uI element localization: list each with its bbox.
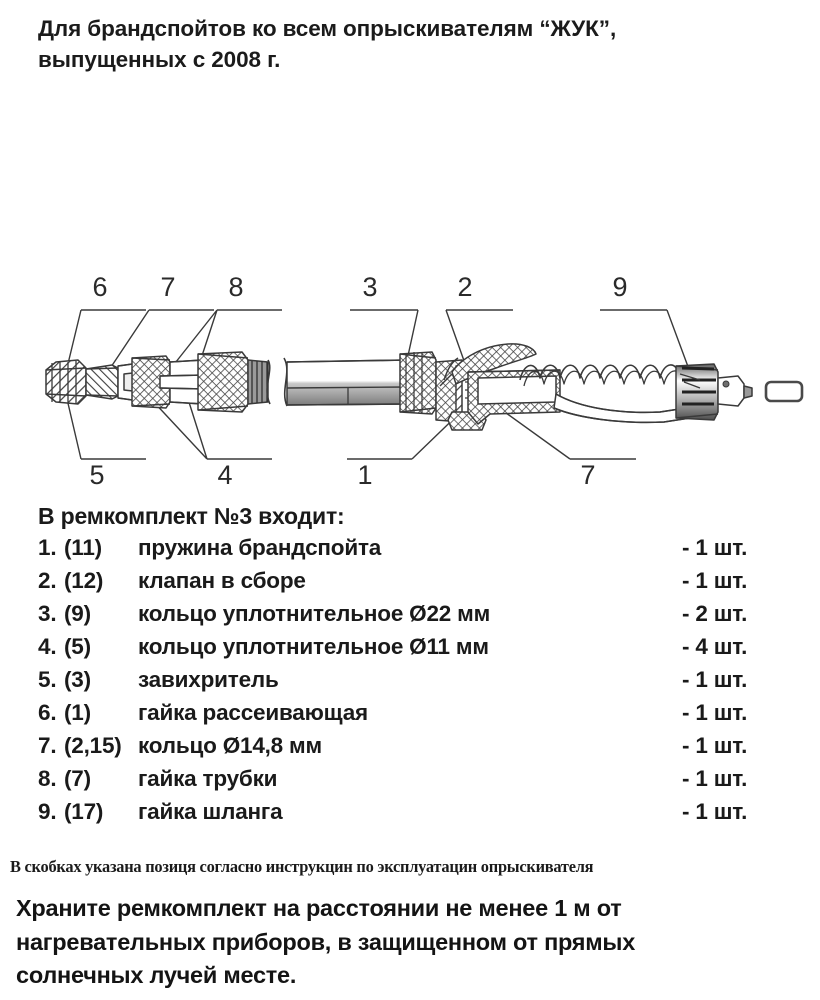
row-position: (5) <box>64 634 91 659</box>
row-position: (3) <box>64 667 91 692</box>
callout-top-9: 9 <box>612 272 627 302</box>
row-quantity: - 1 шт. <box>682 733 748 758</box>
detached-gasket <box>764 380 804 403</box>
row-index: 8. <box>38 766 57 791</box>
row-quantity: - 4 шт. <box>682 634 748 659</box>
table-row: 3. (9) кольцо уплотнительное Ø22 мм - 2 … <box>38 601 800 636</box>
storage-warning-line-3: солнечных лучей месте. <box>16 962 297 989</box>
table-row: 4. (5) кольцо уплотнительное Ø11 мм - 4 … <box>38 634 800 669</box>
row-name: гайка рассеивающая <box>138 700 368 725</box>
table-row: 1. (11) пружина брандспойта - 1 шт. <box>38 535 800 570</box>
hose-nut <box>675 363 719 421</box>
row-quantity: - 2 шт. <box>682 601 748 626</box>
page-title-line-1: Для брандспойтов ко всем опрыскивателям … <box>38 16 617 41</box>
callout-top-7: 7 <box>160 272 175 302</box>
row-position: (2,15) <box>64 733 122 758</box>
hose-grip <box>553 393 691 424</box>
callout-labels: 6 7 8 3 2 9 5 4 1 7 <box>89 272 627 490</box>
storage-warning-line-1: Храните ремкомплект на расстоянии не мен… <box>16 895 622 921</box>
table-row: 5. (3) завихритель - 1 шт. <box>38 667 800 702</box>
callout-top-8: 8 <box>228 272 243 302</box>
handle-shroud <box>467 369 561 425</box>
row-position: (9) <box>64 601 91 626</box>
parts-list-title: В ремкомплект №3 входит: <box>38 503 345 529</box>
row-index: 1. <box>38 535 57 560</box>
row-quantity: - 1 шт. <box>682 667 748 692</box>
callout-bottom-1: 1 <box>357 460 372 490</box>
row-quantity: - 1 шт. <box>682 568 748 593</box>
row-name: гайка трубки <box>138 766 278 791</box>
row-name: гайка шланга <box>138 799 283 824</box>
row-index: 7. <box>38 733 57 758</box>
row-index: 4. <box>38 634 57 659</box>
callout-top-6: 6 <box>92 272 107 302</box>
lance-tube <box>286 359 409 406</box>
row-quantity: - 1 шт. <box>682 700 748 725</box>
row-index: 6. <box>38 700 57 725</box>
diagram-svg: 6 7 8 3 2 9 5 4 1 7 <box>45 272 804 490</box>
sprayer-lance-diagram: 6 7 8 3 2 9 5 4 1 7 <box>0 262 820 497</box>
row-name: кольцо уплотнительное Ø22 мм <box>138 601 491 626</box>
callout-bottom-5: 5 <box>89 460 104 490</box>
page-title-line-2: выпущенных с 2008 г. <box>38 46 281 72</box>
table-row: 2. (12) клапан в сборе - 1 шт. <box>38 568 800 603</box>
swirl-insert <box>85 364 119 400</box>
diffuser-nut <box>45 359 87 405</box>
tube-break-symbol <box>266 357 288 407</box>
valve-front-nut <box>399 351 437 415</box>
table-row: 7. (2,15) кольцо Ø14,8 мм - 1 шт. <box>38 733 800 768</box>
callout-bottom-7: 7 <box>580 460 595 490</box>
union-ring-a <box>131 355 171 409</box>
hose-tail-nipple <box>717 375 753 407</box>
row-quantity: - 1 шт. <box>682 535 748 560</box>
row-position: (7) <box>64 766 91 791</box>
row-position: (11) <box>64 535 102 560</box>
row-quantity: - 1 шт. <box>682 766 748 791</box>
tube-nut <box>197 351 249 413</box>
table-row: 8. (7) гайка трубки - 1 шт. <box>38 766 800 801</box>
callout-top-3: 3 <box>362 272 377 302</box>
coil-spring <box>519 364 685 387</box>
row-position: (12) <box>64 568 104 593</box>
row-name: клапан в сборе <box>138 568 306 593</box>
row-name: кольцо Ø14,8 мм <box>138 733 322 758</box>
row-name: пружина брандспойта <box>138 535 382 560</box>
footnote-text: В скобках указана позиця согласно инстру… <box>10 857 594 876</box>
table-row: 6. (1) гайка рассеивающая - 1 шт. <box>38 700 800 735</box>
row-quantity: - 1 шт. <box>682 799 748 824</box>
callout-leaders-top <box>65 309 691 375</box>
row-name: кольцо уплотнительное Ø11 мм <box>138 634 489 659</box>
storage-warning-line-2: нагревательных приборов, в защищенном от… <box>16 928 636 955</box>
callout-top-2: 2 <box>457 272 472 302</box>
table-row: 9. (17) гайка шланга - 1 шт. <box>38 799 800 834</box>
parts-list: В ремкомплект №3 входит: 1. (11) пружина… <box>38 505 800 834</box>
page-title: Для брандспойтов ко всем опрыскивателям … <box>38 14 798 75</box>
row-position: (1) <box>64 700 91 725</box>
row-index: 3. <box>38 601 57 626</box>
row-index: 9. <box>38 799 57 824</box>
row-position: (17) <box>64 799 104 824</box>
row-index: 2. <box>38 568 57 593</box>
row-index: 5. <box>38 667 57 692</box>
row-name: завихритель <box>138 667 279 692</box>
ribbed-collar <box>247 359 269 405</box>
callout-bottom-4: 4 <box>217 460 232 490</box>
storage-warning: Храните ремкомплект на расстоянии не мен… <box>16 892 806 993</box>
